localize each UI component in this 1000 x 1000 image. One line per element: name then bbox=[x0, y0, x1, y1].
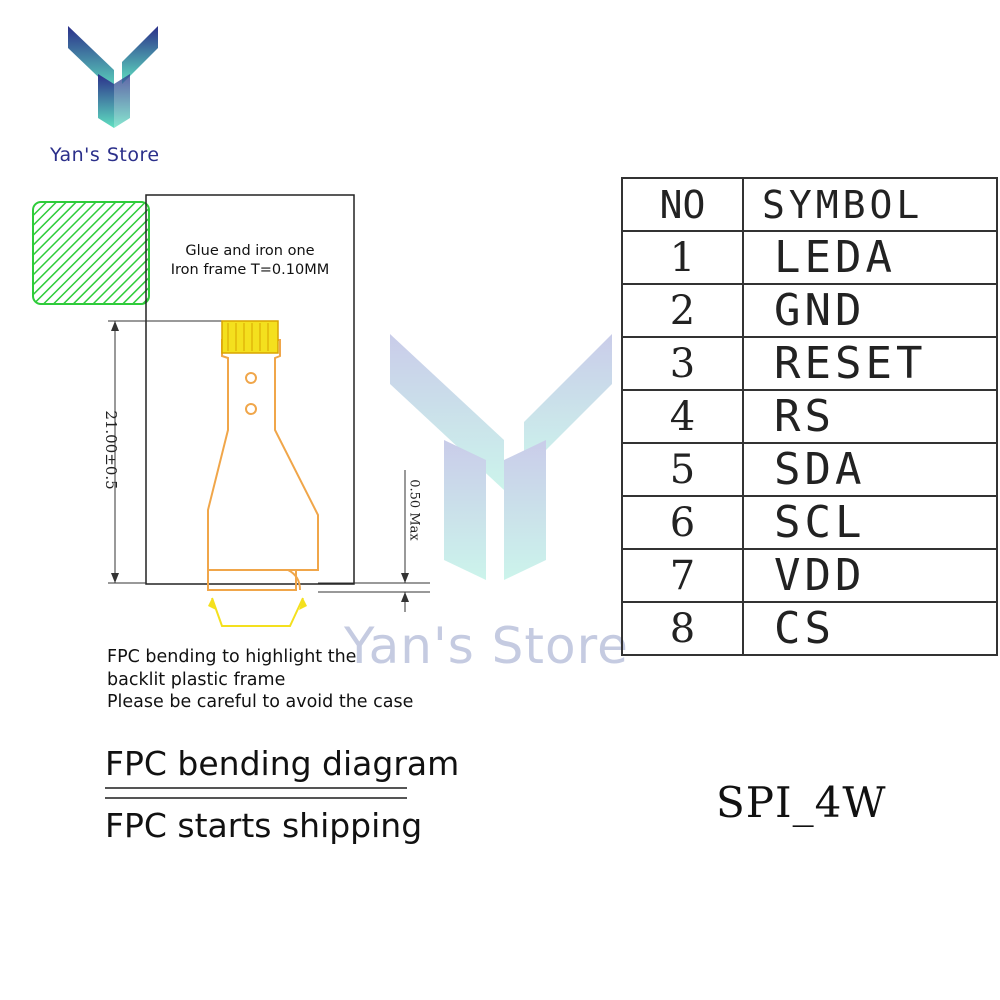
dimension-length-label: 21.00±0.5 bbox=[102, 410, 120, 490]
pin-no: 7 bbox=[621, 548, 744, 603]
bending-notes: FPC bending to highlight the backlit pla… bbox=[107, 647, 414, 712]
watermark-text: Yan's Store bbox=[344, 617, 629, 675]
fpc-bending-diagram bbox=[32, 194, 430, 627]
pin-symbol: RESET bbox=[742, 336, 998, 391]
watermark-logo-icon bbox=[390, 334, 612, 580]
pin-no: 6 bbox=[621, 495, 744, 550]
fpc-body bbox=[207, 339, 319, 571]
header-symbol: SYMBOL bbox=[742, 177, 998, 232]
pin-no: 8 bbox=[621, 601, 744, 656]
pin-symbol: SDA bbox=[742, 442, 998, 497]
brand-name: Yan's Store bbox=[50, 144, 160, 166]
pin-symbol: VDD bbox=[742, 548, 998, 603]
pin-no: 2 bbox=[621, 283, 744, 338]
pin-no: 1 bbox=[621, 230, 744, 285]
interface-label: SPI_4W bbox=[716, 778, 887, 827]
brand-logo-icon bbox=[68, 26, 158, 128]
pin-no: 5 bbox=[621, 442, 744, 497]
pin-symbol: LEDA bbox=[742, 230, 998, 285]
table-header-row: NO SYMBOL bbox=[621, 177, 998, 232]
pin-symbol: CS bbox=[742, 601, 998, 656]
pin-no: 4 bbox=[621, 389, 744, 444]
title-fpc-shipping: FPC starts shipping bbox=[105, 806, 423, 845]
header-no: NO bbox=[621, 177, 744, 232]
pin-symbol: GND bbox=[742, 283, 998, 338]
panel-outline bbox=[145, 194, 355, 585]
glue-note: Glue and iron one Iron frame T=0.10MM bbox=[170, 243, 330, 278]
divider-line bbox=[105, 787, 407, 789]
fpc-connector bbox=[221, 320, 279, 354]
hatched-block bbox=[32, 201, 150, 305]
pin-no: 3 bbox=[621, 336, 744, 391]
fpc-bent-tail bbox=[211, 597, 304, 627]
divider-line bbox=[105, 797, 407, 799]
title-fpc-bending: FPC bending diagram bbox=[105, 744, 460, 783]
pin-symbol: RS bbox=[742, 389, 998, 444]
pin-symbol: SCL bbox=[742, 495, 998, 550]
